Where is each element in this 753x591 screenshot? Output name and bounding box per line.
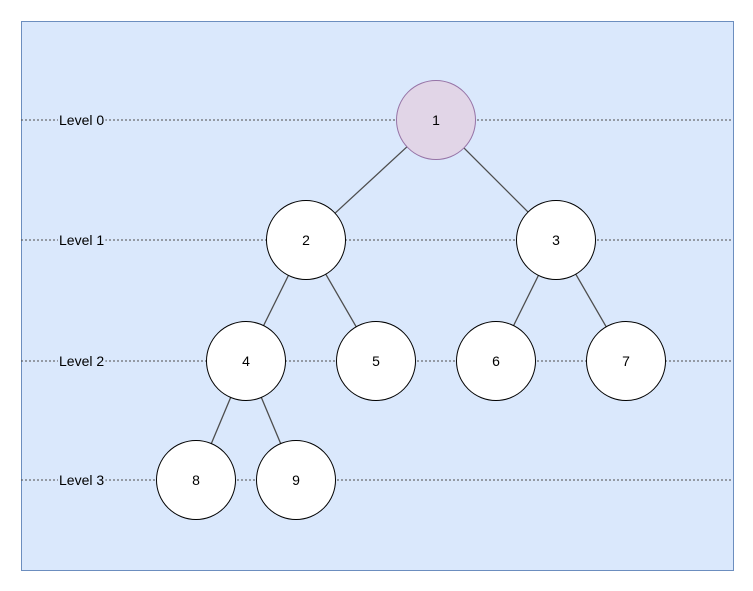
- tree-nodes: 1 2 3 4 5 6 7 8 9: [156, 80, 666, 520]
- node-label-7: 7: [622, 353, 630, 369]
- edge-3-7: [575, 273, 607, 328]
- diagram-background: [21, 21, 734, 571]
- node-label-8: 8: [192, 472, 200, 488]
- tree-node-7: 7: [586, 321, 666, 401]
- level-label-bg: [58, 352, 106, 369]
- tree-node-6: 6: [456, 321, 536, 401]
- level-label-text: Level 3: [59, 472, 104, 488]
- edge-2-5: [325, 273, 357, 328]
- level-label-text: Level 2: [59, 353, 104, 369]
- edge-3-6: [512, 275, 540, 326]
- level-label-bg: [58, 231, 106, 248]
- node-circle-2: [266, 200, 346, 280]
- level-labels: Level 0 Level 1 Level 2 Level 3: [58, 111, 106, 488]
- tree-node-4: 4: [206, 321, 286, 401]
- level-label-1: Level 1: [58, 231, 106, 248]
- node-circle-6: [456, 321, 536, 401]
- node-label-1: 1: [432, 112, 440, 128]
- edge-4-8: [210, 397, 232, 444]
- level-label-bg: [58, 471, 106, 488]
- level-label-text: Level 1: [59, 232, 104, 248]
- tree-node-5: 5: [336, 321, 416, 401]
- level-label-bg: [58, 111, 106, 128]
- node-circle-7: [586, 321, 666, 401]
- edge-4-9: [260, 397, 282, 444]
- node-circle-8: [156, 440, 236, 520]
- tree-node-8: 8: [156, 440, 236, 520]
- node-label-3: 3: [552, 232, 560, 248]
- edge-1-3: [463, 147, 529, 213]
- node-circle-4: [206, 321, 286, 401]
- node-label-4: 4: [242, 353, 250, 369]
- tree-node-2: 2: [266, 200, 346, 280]
- node-label-2: 2: [302, 232, 310, 248]
- tree-node-3: 3: [516, 200, 596, 280]
- tree-edges: [210, 146, 607, 444]
- level-label-text: Level 0: [59, 112, 104, 128]
- node-circle-5: [336, 321, 416, 401]
- tree-node-9: 9: [256, 440, 336, 520]
- node-label-5: 5: [372, 353, 380, 369]
- node-label-9: 9: [292, 472, 300, 488]
- node-circle-1: [396, 80, 476, 160]
- node-label-6: 6: [492, 353, 500, 369]
- level-label-0: Level 0: [58, 111, 106, 128]
- level-label-3: Level 3: [58, 471, 106, 488]
- node-circle-3: [516, 200, 596, 280]
- tree-node-1: 1: [396, 80, 476, 160]
- node-circle-9: [256, 440, 336, 520]
- edge-1-2: [334, 146, 408, 214]
- edge-2-4: [262, 275, 290, 326]
- level-label-2: Level 2: [58, 352, 106, 369]
